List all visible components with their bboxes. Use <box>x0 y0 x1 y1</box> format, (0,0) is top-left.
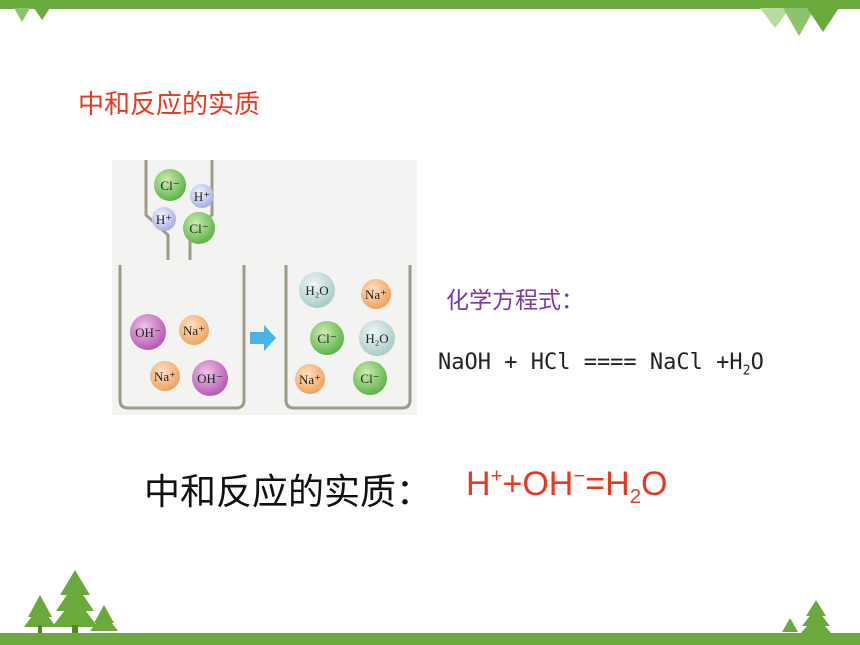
ion-h <box>152 207 176 231</box>
ion-label: Cl⁻ <box>360 371 379 386</box>
ionic-h: H <box>466 465 491 503</box>
neutralization-diagram: Cl⁻ H⁺ H⁺ Cl⁻ OH⁻ Na⁺ Na⁺ OH⁻ H₂O Na⁺ Cl… <box>112 160 417 415</box>
ion-label: Na⁺ <box>183 323 205 338</box>
trees-right-decoration <box>782 600 832 634</box>
ion-na <box>179 315 209 345</box>
ion-cl <box>310 321 344 355</box>
ionic-tail: O <box>641 465 668 503</box>
ion-na <box>295 364 325 394</box>
ion-oh <box>192 360 228 396</box>
ion-cl <box>183 212 215 244</box>
ion-h2o <box>359 320 395 356</box>
ion-label: Cl⁻ <box>189 221 208 236</box>
ion-cl <box>154 169 186 201</box>
ion-label: Na⁺ <box>365 287 387 302</box>
ion-label: OH⁻ <box>197 371 223 386</box>
top-left-decoration <box>14 8 50 22</box>
ion-oh <box>130 314 166 350</box>
equation-label: 化学方程式： <box>446 288 584 314</box>
essence-label: 中和反应的实质： <box>144 472 433 513</box>
trees-left-decoration <box>24 570 118 633</box>
ion-na <box>361 279 391 309</box>
ion-label: H₂O <box>365 331 388 346</box>
ionic-oh: +OH <box>502 465 574 503</box>
ion-label: H₂O <box>305 283 328 298</box>
equation-tail: O <box>750 350 764 375</box>
equation-subscript: 2 <box>742 363 751 379</box>
slide-title: 中和反应的实质 <box>78 90 261 120</box>
bottom-green-bar <box>0 633 860 645</box>
top-right-decoration <box>760 8 839 36</box>
ion-label: Na⁺ <box>154 369 176 384</box>
ionic-subscript: 2 <box>629 485 642 508</box>
ionic-h-charge: + <box>490 465 503 488</box>
ionic-oh-charge: − <box>573 465 586 488</box>
ionic-equation: H++OH−=H2O <box>466 465 667 509</box>
ion-cl <box>353 361 387 395</box>
ion-label: Cl⁻ <box>317 331 336 346</box>
ion-na <box>150 361 180 391</box>
ion-label: H⁺ <box>156 212 172 227</box>
ion-label: Cl⁻ <box>160 178 179 193</box>
equation-lhs: NaOH + HCl ==== NaCl +H <box>438 350 743 375</box>
ionic-eq: =H <box>585 465 630 503</box>
ion-label: Na⁺ <box>299 372 321 387</box>
ion-h <box>190 184 214 208</box>
chemical-equation: NaOH + HCl ==== NaCl +H2O <box>438 350 764 378</box>
top-green-bar <box>0 0 860 9</box>
ion-h2o <box>299 272 335 308</box>
ion-label: OH⁻ <box>135 325 161 340</box>
ion-label: H⁺ <box>194 189 210 204</box>
